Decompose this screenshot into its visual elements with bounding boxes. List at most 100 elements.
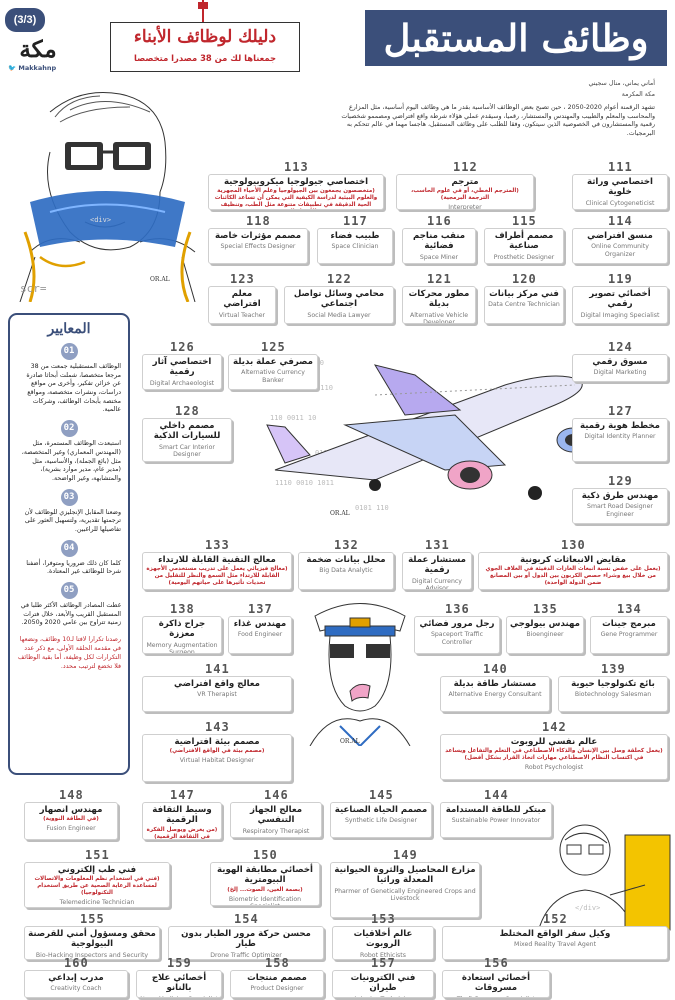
job-number: 148 [59, 788, 84, 802]
job-note: (في الطاقة النووية) [43, 816, 99, 823]
job-title-ar: محامي وسائل تواصل اجتماعي [293, 289, 385, 310]
job-title-ar: محقق ومسؤول أمني للقرصنة البيولوجية [28, 929, 156, 950]
job-card: معالج التقنية القابلة للارتداء(معالج فيز… [142, 552, 292, 590]
job-number: 119 [608, 272, 633, 286]
job-title-ar: عالم نفسي للروبوت [510, 737, 598, 747]
job-title-ar: محسن حركة مرور الطيار بدون طيار [181, 929, 311, 950]
job-title-en: Online Community Organizer [591, 243, 649, 258]
job-title-ar: مهندس بيولوجي [510, 619, 580, 629]
job-title-ar: أخصائي استعادة مسروقات [461, 973, 531, 994]
job-number: 145 [369, 788, 394, 802]
job-title-en: Product Designer [250, 985, 304, 993]
job-title-en: Prosthetic Designer [493, 253, 555, 261]
job-number: 135 [533, 602, 558, 616]
counter-badge: (3/3) [5, 8, 45, 32]
job-title-en: Digital Currency Advisor [412, 577, 462, 590]
sign-hook [196, 0, 210, 22]
job-title-ar: فني الكترونيات طيران [350, 973, 416, 994]
job-title-ar: رجل مرور فضائي [419, 619, 495, 629]
job-number: 122 [327, 272, 352, 286]
job-title-en: Synthetic Life Designer [344, 817, 417, 825]
job-title-en: Robot Ethicists [360, 951, 406, 959]
intro-text: تشهد الرقمنة أعوام 2020-2050 ، حين تصبح … [341, 104, 655, 138]
job-number: 111 [608, 160, 633, 174]
svg-text:<div>: <div> [90, 216, 111, 224]
job-number: 134 [617, 602, 642, 616]
job-title-ar: مسوق رقمي [592, 357, 648, 367]
job-number: 140 [483, 662, 508, 676]
job-title-en: Alternative Vehicle Developer [409, 311, 469, 324]
job-title-en: Theft Recovery Specialist [446, 996, 546, 997]
job-number: 123 [230, 272, 255, 286]
job-number: 154 [234, 912, 259, 926]
job-card: اختصاصي جيولوجيا ميكروبيولوجية(متخصصون ي… [208, 174, 384, 210]
job-title-ar: مستشار طاقة بديلة [453, 679, 537, 689]
job-title-en: Spaceport Traffic Controller [430, 631, 484, 646]
job-title-ar: طبيب فضاء [330, 231, 380, 241]
job-title-ar: معلم افتراضي [223, 289, 261, 310]
twitter-icon: 🐦 [8, 64, 17, 72]
pilot-illustration [300, 596, 420, 746]
job-title-en: Carbon Emissions Trader [482, 589, 664, 590]
job-note: (معالج فيزيائي يعمل على تدريب مستخدمي ال… [146, 566, 288, 586]
job-title-en: Mixed Reality Travel Agent [513, 941, 596, 949]
job-title-en: Biotechnology Salesman [574, 691, 652, 699]
job-title-en: Digital Archaeologist [149, 379, 215, 387]
job-number: 126 [170, 340, 195, 354]
job-title-en: Smart Road Designer Engineer [587, 503, 653, 518]
job-number: 120 [512, 272, 537, 286]
job-number: 141 [205, 662, 230, 676]
job-number: 118 [246, 214, 271, 228]
job-card: أخصائي علاج بالنانوNano-Medicine Special… [136, 970, 222, 998]
criterion-text: كلما كان ذلك ضروريا ومتوفرا، أضفنا شرحا … [26, 559, 121, 576]
svg-text:0101 110: 0101 110 [355, 504, 389, 512]
job-card: مزارع المحاصيل والثروة الحيوانية المعدلة… [330, 862, 480, 918]
job-title-ar: مطور محركات بديلة [408, 289, 470, 310]
job-number: 159 [167, 956, 192, 970]
job-title-en: Pharmer of Genetically Engineered Crops … [334, 887, 476, 903]
criteria-title: المعايير [47, 321, 91, 337]
job-note: (متخصصون يجمعون بين الجيولوجيا وعلم الأح… [214, 188, 378, 209]
job-number: 113 [284, 160, 309, 174]
job-title-en: Smart Car Interior Designer [159, 443, 215, 459]
job-title-en: Creativity Coach [50, 985, 102, 993]
job-number: 128 [175, 404, 200, 418]
job-card: مصمم بيئة افتراضية(مصمم بيئة في الواقع ا… [142, 734, 292, 782]
job-title-ar: اختصاصي آثار رقمية [152, 357, 212, 378]
job-title-ar: مهندس انصهار [39, 805, 103, 815]
job-number: 153 [371, 912, 396, 926]
job-title-ar: بائع تكنولوجيا حيوية [571, 679, 655, 689]
job-card: أخصائي مطابقة الهوية البيومترية(بصمة الع… [210, 862, 320, 906]
job-title-ar: مزارع المحاصيل والثروة الحيوانية المعدلة… [334, 865, 476, 886]
twitter-handle: 🐦 Makkahnp [8, 64, 70, 72]
job-card: رجل مرور فضائي Spaceport Traffic Controll… [414, 616, 500, 654]
criterion-text: استبعدت الوظائف المستمرة، مثل (المهندس ا… [21, 440, 121, 482]
job-title-ar: أخصائي مطابقة الهوية البيومترية [217, 865, 313, 886]
guide-title: دليلك لوظائف الأبناء [133, 27, 277, 47]
job-number: 158 [265, 956, 290, 970]
job-note: (مصمم بيئة في الواقع الافتراضي) [169, 748, 265, 755]
job-card: بائع تكنولوجيا حيوية Biotechnology Salesm… [558, 676, 668, 712]
job-title-en: Digital Imaging Specialist [580, 311, 660, 319]
job-card: مقايض الانبعاثات كربونية(يعمل على خفض نس… [478, 552, 668, 590]
job-title-ar: فني مركز بيانات [489, 289, 559, 299]
job-title-en: Space Clinician [331, 243, 379, 251]
